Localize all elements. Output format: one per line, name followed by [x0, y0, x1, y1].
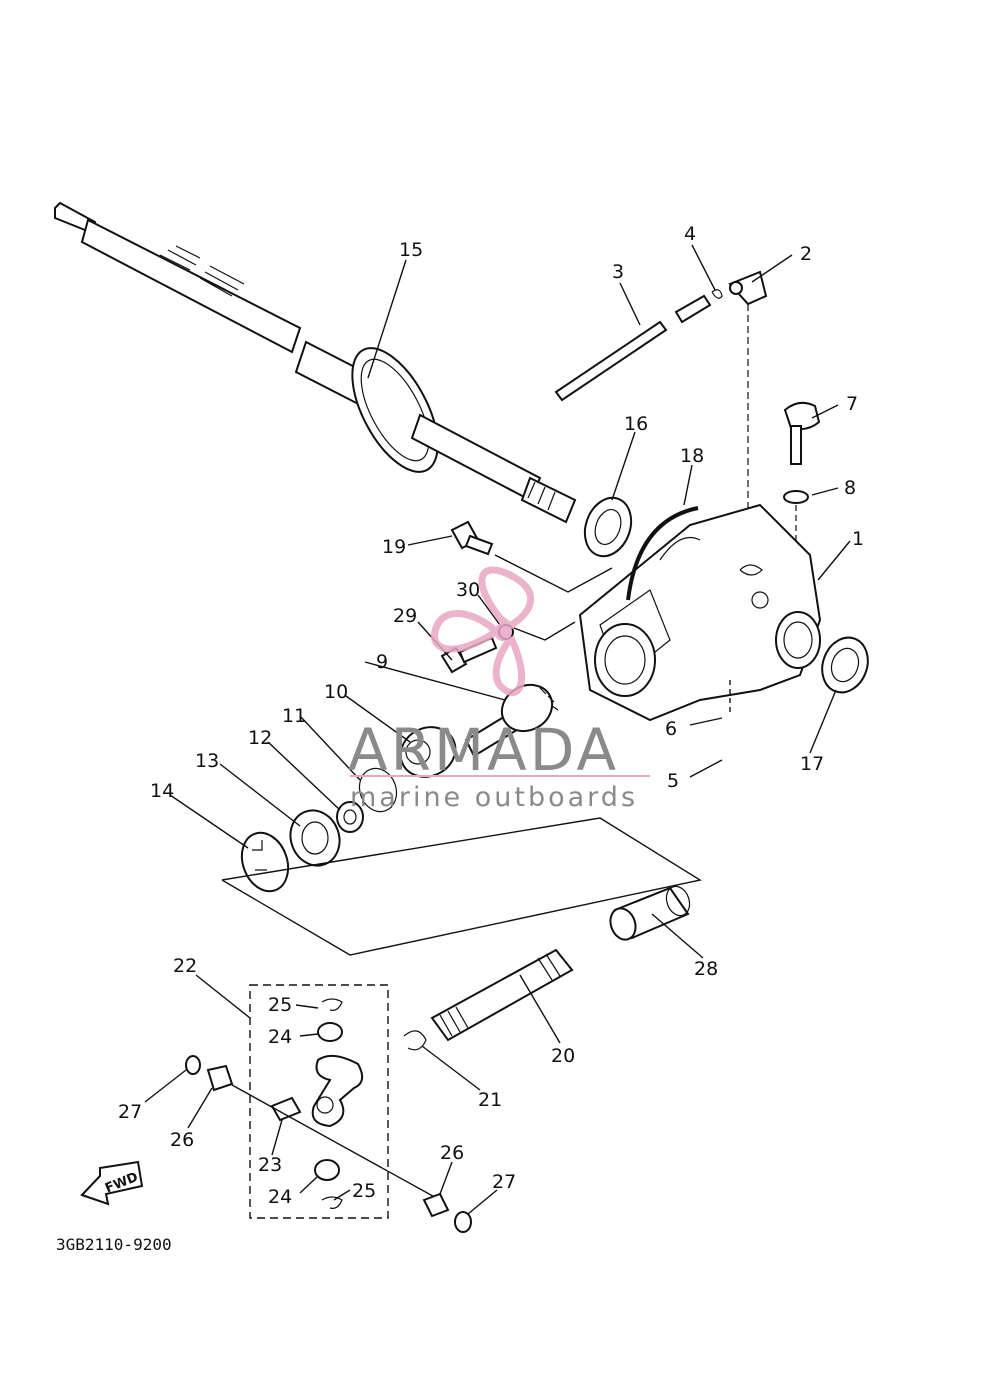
- bolt-19-drawing: [450, 520, 613, 593]
- armada-logo-watermark: [431, 566, 535, 696]
- drive-shaft-drawing: [403, 948, 574, 1051]
- part-label-6: 6: [665, 718, 677, 740]
- watermark-brand: ARMADA: [348, 716, 619, 784]
- bushings-and-clips-drawing: [185, 1055, 472, 1233]
- part-label-21: 21: [478, 1089, 502, 1111]
- part-label-12: 12: [248, 727, 272, 749]
- drain-screw-drawing: [783, 401, 821, 580]
- part-label-11: 11: [282, 705, 306, 727]
- part-label-24-lower: 24: [268, 1186, 292, 1208]
- part-label-2: 2: [800, 243, 812, 265]
- part-label-27-left: 27: [118, 1101, 142, 1123]
- part-label-4: 4: [684, 223, 696, 245]
- part-label-27-right: 27: [492, 1171, 516, 1193]
- part-label-9: 9: [376, 651, 388, 673]
- part-label-1: 1: [852, 528, 864, 550]
- part-label-23: 23: [258, 1154, 282, 1176]
- part-label-3: 3: [612, 261, 624, 283]
- part-label-18: 18: [680, 445, 704, 467]
- part-label-13: 13: [195, 750, 219, 772]
- gear-case-housing-drawing: [578, 503, 822, 722]
- part-label-19: 19: [382, 536, 406, 558]
- part-label-10: 10: [324, 681, 348, 703]
- hose-and-nipple-drawing: [554, 270, 768, 590]
- part-label-24-upper: 24: [268, 1026, 292, 1048]
- part-label-17: 17: [800, 753, 824, 775]
- part-label-7: 7: [846, 393, 858, 415]
- propeller-shaft-drawing: [54, 201, 577, 524]
- part-label-25-lower: 25: [352, 1180, 376, 1202]
- seals-drawing: [583, 496, 869, 694]
- part-label-8: 8: [844, 477, 856, 499]
- part-label-26-right: 26: [440, 1142, 464, 1164]
- part-label-26-left: 26: [170, 1129, 194, 1151]
- forward-direction-arrow: FWD: [80, 1160, 144, 1206]
- part-label-22: 22: [173, 955, 197, 977]
- bearings-drawing: [240, 726, 457, 893]
- sleeve-28-drawing: [609, 885, 691, 941]
- part-label-25-upper: 25: [268, 994, 292, 1016]
- universal-joint-drawing: [231, 998, 441, 1209]
- assembly-bracket-line: [221, 817, 702, 956]
- part-label-15: 15: [399, 239, 423, 261]
- part-label-5: 5: [667, 770, 679, 792]
- part-label-30: 30: [456, 579, 480, 601]
- pinion-gear-drawing: [464, 683, 559, 758]
- part-label-16: 16: [624, 413, 648, 435]
- diagram-code: 3GB2110-9200: [56, 1235, 172, 1254]
- part-label-14: 14: [150, 780, 174, 802]
- leader-lines: [144, 244, 851, 1215]
- part-label-29: 29: [393, 605, 417, 627]
- joint-kit-box: [249, 984, 389, 1219]
- watermark-tagline: marine outboards: [350, 782, 638, 813]
- part-label-20: 20: [551, 1045, 575, 1067]
- part-label-28: 28: [694, 958, 718, 980]
